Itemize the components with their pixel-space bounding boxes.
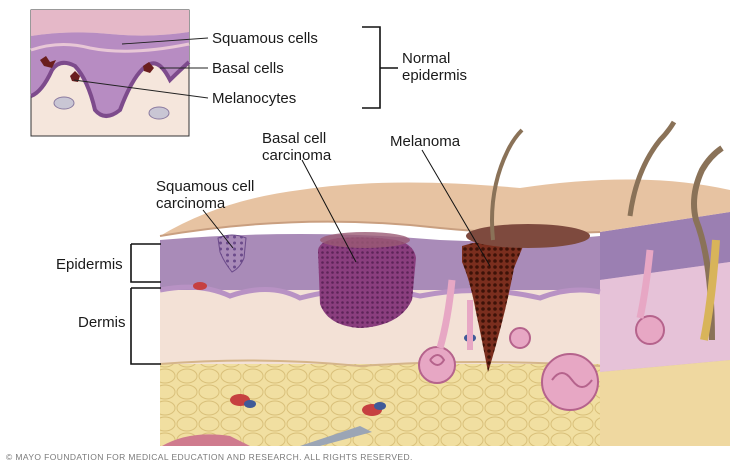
label-melanoma: Melanoma bbox=[390, 133, 460, 150]
label-squamous-cells: Squamous cells bbox=[212, 30, 318, 47]
label-dermis: Dermis bbox=[78, 314, 126, 331]
label-basal-cells: Basal cells bbox=[212, 60, 284, 77]
label-epidermis: Epidermis bbox=[56, 256, 123, 273]
copyright-notice: © MAYO FOUNDATION FOR MEDICAL EDUCATION … bbox=[6, 452, 413, 462]
label-normal-epidermis: Normal epidermis bbox=[402, 50, 492, 84]
label-basal-cell-carcinoma: Basal cell carcinoma bbox=[262, 130, 362, 164]
label-squamous-cell-carcinoma: Squamous cell carcinoma bbox=[156, 178, 274, 212]
skin-block bbox=[131, 122, 730, 446]
label-melanocytes: Melanocytes bbox=[212, 90, 296, 107]
